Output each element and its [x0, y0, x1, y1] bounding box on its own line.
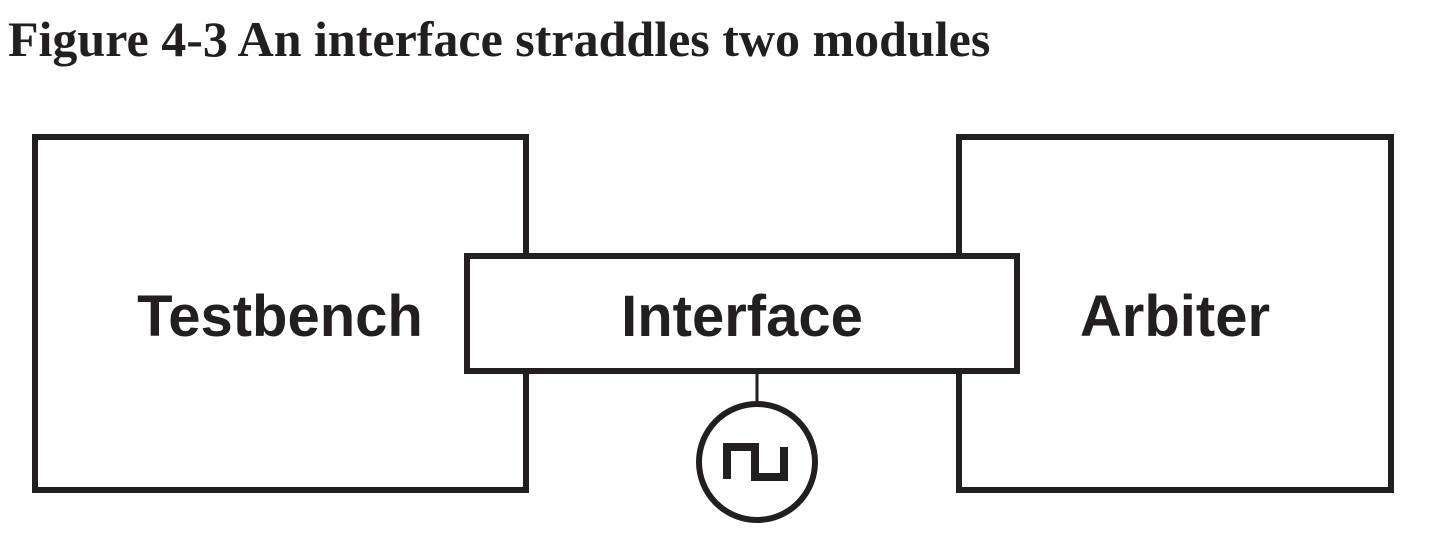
testbench-box: [32, 134, 529, 493]
testbench-label: Testbench: [137, 284, 423, 349]
interface-box: [464, 253, 1020, 374]
clock-square-wave-icon: [696, 401, 818, 523]
interface-label: Interface: [621, 284, 863, 349]
arbiter-label: Arbiter: [1080, 284, 1270, 349]
arbiter-box: [956, 134, 1394, 493]
figure-title: Figure 4-3 An interface straddles two mo…: [8, 11, 991, 67]
